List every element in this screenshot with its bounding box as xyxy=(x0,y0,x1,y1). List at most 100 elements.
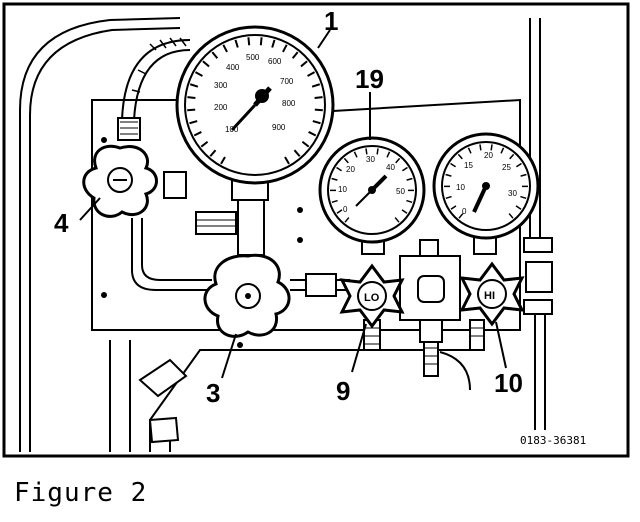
gauge-tick xyxy=(211,51,219,59)
gauge-tick xyxy=(457,153,463,160)
right-pipe xyxy=(523,18,553,430)
big-scale-label: 800 xyxy=(282,99,296,108)
gauge-tick xyxy=(307,71,316,77)
gauge-tick xyxy=(406,177,413,181)
high-side-gauge: 0 10 15 20 25 30 xyxy=(432,132,540,255)
gauge-tick xyxy=(515,205,522,210)
gauge-tick xyxy=(222,44,228,53)
big-scale-label: 700 xyxy=(280,77,294,86)
gauge-tick xyxy=(508,213,514,219)
lo-scale-label: 10 xyxy=(338,185,347,194)
lo-knob-label: LO xyxy=(364,292,380,304)
callout-4: 4 xyxy=(54,208,69,238)
gauge-tick xyxy=(312,120,321,125)
gauge-tick xyxy=(343,157,349,164)
diagram-frame xyxy=(2,2,630,458)
gauge-tick xyxy=(401,209,408,214)
big-scale-label: 400 xyxy=(226,63,240,72)
gauge-tick xyxy=(336,166,342,172)
big-scale-label: 500 xyxy=(246,53,260,62)
gauge-tick xyxy=(209,149,217,157)
gauge-tick xyxy=(189,120,198,125)
hi-valve-knob: HI xyxy=(459,261,525,327)
gauge-tick xyxy=(291,51,299,59)
hi-knob-label: HI xyxy=(484,290,495,302)
gauge-tick xyxy=(331,177,338,181)
gauge-tick xyxy=(516,162,522,168)
gauge-tick xyxy=(259,37,263,46)
braided-hose xyxy=(117,37,191,141)
gauge-tick xyxy=(445,195,452,200)
callout-9: 9 xyxy=(336,376,350,406)
hi-scale-label: 30 xyxy=(508,189,517,198)
gauge-tick xyxy=(193,131,202,137)
part-number: 0183-36381 xyxy=(520,434,586,447)
gauge-tick xyxy=(234,39,239,48)
gauge-tick xyxy=(394,217,400,223)
gauge-tick xyxy=(308,131,317,137)
lower-details xyxy=(138,351,471,444)
gauge-tick xyxy=(293,149,301,157)
callout-leaders xyxy=(79,29,507,379)
gauge-tick xyxy=(336,209,343,214)
gauge-tick xyxy=(282,44,288,53)
connecting-lines xyxy=(131,171,350,297)
gauge-tick xyxy=(509,153,515,160)
gauge-tick xyxy=(490,144,493,151)
gauge-tick xyxy=(445,173,452,177)
gauge-tick xyxy=(202,60,210,68)
hi-scale-label: 15 xyxy=(464,161,473,170)
gauge-tick xyxy=(500,147,505,154)
gauge-tick xyxy=(189,83,199,88)
lo-valve-knob: LO xyxy=(339,263,405,329)
lo-scale-label: 30 xyxy=(366,155,375,164)
callout-19: 19 xyxy=(355,64,384,94)
gauge-tick xyxy=(450,162,456,168)
callout-1: 1 xyxy=(324,6,338,36)
gauge-tick xyxy=(395,157,401,164)
gauge-tick xyxy=(301,140,310,148)
gauge-tick xyxy=(520,173,527,177)
figure-caption: Figure 2 xyxy=(14,478,148,508)
gauge-tick xyxy=(194,71,203,77)
gauge-tick xyxy=(353,151,358,158)
gauge-tick xyxy=(220,156,226,165)
hi-scale-label: 25 xyxy=(502,163,511,172)
gauge-tick xyxy=(376,148,379,155)
big-scale-label: 200 xyxy=(214,103,228,112)
high-pressure-gauge: 100 200 300 400 500 600 700 800 900 xyxy=(175,25,335,256)
big-scale-label: 600 xyxy=(268,57,282,66)
gauge-tick xyxy=(271,39,276,48)
gauge-tick xyxy=(406,199,413,204)
gauge-tick xyxy=(331,199,338,204)
gauge-tick xyxy=(314,108,323,112)
gauge-tick xyxy=(300,60,308,68)
callout-3: 3 xyxy=(206,378,220,408)
hi-scale-label: 0 xyxy=(462,207,467,216)
hi-scale-label: 20 xyxy=(484,151,493,160)
gauge-tick xyxy=(479,144,482,151)
hi-scale-label: 10 xyxy=(456,183,465,192)
gauge-tick xyxy=(344,217,350,223)
lo-scale-label: 40 xyxy=(386,163,395,172)
low-side-gauge: 0 10 20 30 40 50 xyxy=(318,136,426,255)
gauge-tick xyxy=(520,195,527,200)
big-scale-label: 300 xyxy=(214,81,228,90)
gauge-tick xyxy=(284,156,290,165)
gauge-tick xyxy=(187,96,196,100)
manifold-block xyxy=(363,239,485,377)
valve-knob-3 xyxy=(203,253,291,338)
callout-10: 10 xyxy=(494,368,523,398)
gauge-tick xyxy=(247,37,251,46)
valve-knob-4 xyxy=(82,144,158,218)
lo-scale-label: 0 xyxy=(343,205,348,214)
gauge-tick xyxy=(365,148,368,155)
gauge-tick xyxy=(314,96,323,100)
lo-scale-label: 50 xyxy=(396,187,405,196)
gauge-tick xyxy=(458,213,464,219)
gauge-tick xyxy=(467,147,472,154)
lo-scale-label: 20 xyxy=(346,165,355,174)
big-scale-label: 900 xyxy=(272,123,286,132)
gauge-tick xyxy=(311,83,321,88)
